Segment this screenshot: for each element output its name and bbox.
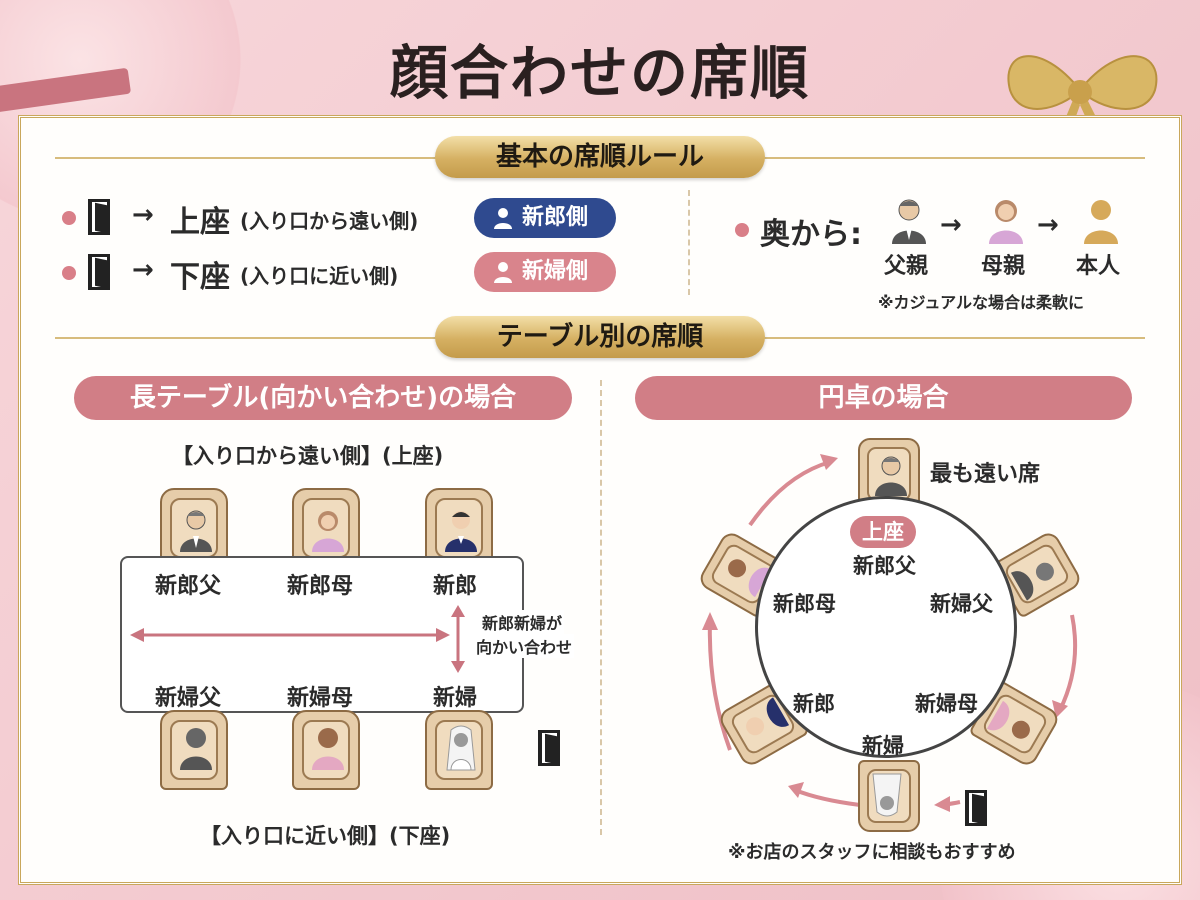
order-note: ※カジュアルな場合は柔軟に — [878, 293, 1084, 312]
round-seat-bride-mother: 新婦母 — [915, 692, 978, 716]
round-seat-groom-father: 新郎父 — [853, 554, 916, 578]
long-table-top-label: 【入り口から遠い側】(上座) — [172, 444, 444, 468]
bullet — [62, 211, 76, 225]
groom-father-icon — [180, 510, 212, 552]
long-table-header: 長テーブル(向かい合わせ)の場合 — [74, 376, 572, 420]
chair — [160, 488, 228, 568]
father-icon — [892, 199, 926, 244]
groom-father-icon — [875, 456, 907, 496]
round-seat-bride: 新婦 — [862, 734, 904, 758]
groom-side-badge: 新郎側 — [474, 198, 616, 238]
divider — [688, 190, 690, 295]
arrow: → — [1037, 210, 1059, 240]
facing-note-line2: 向かい合わせ — [474, 634, 575, 658]
bride-mother-icon — [986, 700, 1030, 739]
arrow: → — [132, 200, 154, 230]
round-seat-bride-father: 新婦父 — [930, 592, 993, 616]
chair — [425, 488, 493, 568]
circular-arrows-icon — [702, 454, 1078, 812]
chair — [716, 679, 810, 769]
order-mother: 母親 — [981, 254, 1026, 279]
bride-side-badge: 新婦側 — [474, 252, 616, 292]
horizontal-arrow-icon — [130, 628, 450, 642]
farthest-seat-label: 最も遠い席 — [930, 462, 1041, 487]
order-label: 奥から: — [760, 217, 862, 252]
groom-icon — [746, 697, 790, 736]
section-basic-heading: 基本の席順ルール — [435, 136, 765, 178]
chair — [968, 679, 1062, 769]
door-icon — [965, 790, 987, 826]
bride-icon — [446, 725, 476, 771]
groom-mother-icon — [312, 511, 344, 552]
bullet — [735, 223, 749, 237]
groom-icon — [445, 511, 477, 552]
mother-icon — [989, 200, 1023, 244]
bride-father-icon — [1010, 562, 1054, 601]
seat-groom-father: 新郎父 — [155, 574, 222, 599]
round-seat-groom-mother: 新郎母 — [773, 592, 836, 616]
chair — [425, 710, 493, 790]
long-table-bottom-label: 【入り口に近い側】(下座) — [200, 824, 451, 848]
self-icon — [1084, 200, 1118, 244]
vertical-arrow-icon — [451, 605, 465, 673]
round-table-note: ※お店のスタッフに相談もおすすめ — [728, 842, 1016, 863]
round-seat-groom: 新郎 — [793, 692, 835, 716]
chair — [160, 710, 228, 790]
seat-bride-mother: 新婦母 — [287, 686, 354, 711]
section-table-heading: テーブル別の席順 — [435, 316, 765, 358]
person-icon — [494, 208, 512, 229]
chair — [292, 710, 360, 790]
chair — [858, 760, 920, 832]
door-icon — [538, 730, 560, 766]
bride-father-icon — [180, 728, 212, 770]
bride-mother-icon — [312, 728, 344, 770]
seat-groom: 新郎 — [433, 574, 478, 599]
bride-icon — [872, 773, 902, 817]
order-self: 本人 — [1076, 254, 1121, 279]
lower-seat-label: 下座 — [170, 260, 230, 295]
upper-seat-badge: 上座 — [850, 516, 916, 548]
lower-seat-note: (入り口に近い側) — [240, 264, 399, 288]
arrow: → — [132, 255, 154, 285]
page-title: 顔合わせの席順 — [389, 39, 810, 107]
round-table-header: 円卓の場合 — [635, 376, 1132, 420]
chair — [990, 529, 1084, 619]
facing-note-line1: 新郎新婦が — [480, 610, 565, 634]
door-icon — [88, 254, 110, 290]
seat-groom-mother: 新郎母 — [287, 574, 354, 599]
door-icon — [88, 199, 110, 235]
seat-bride: 新婦 — [433, 686, 478, 711]
seat-bride-father: 新婦父 — [155, 686, 222, 711]
arrow: → — [940, 210, 962, 240]
order-father: 父親 — [884, 254, 929, 279]
groom-side-label: 新郎側 — [522, 205, 589, 230]
upper-seat-label: 上座 — [170, 205, 230, 240]
bride-side-label: 新婦側 — [522, 259, 589, 284]
upper-seat-note: (入り口から遠い側) — [240, 209, 419, 233]
bullet — [62, 266, 76, 280]
person-icon — [494, 262, 512, 283]
divider — [600, 380, 602, 835]
